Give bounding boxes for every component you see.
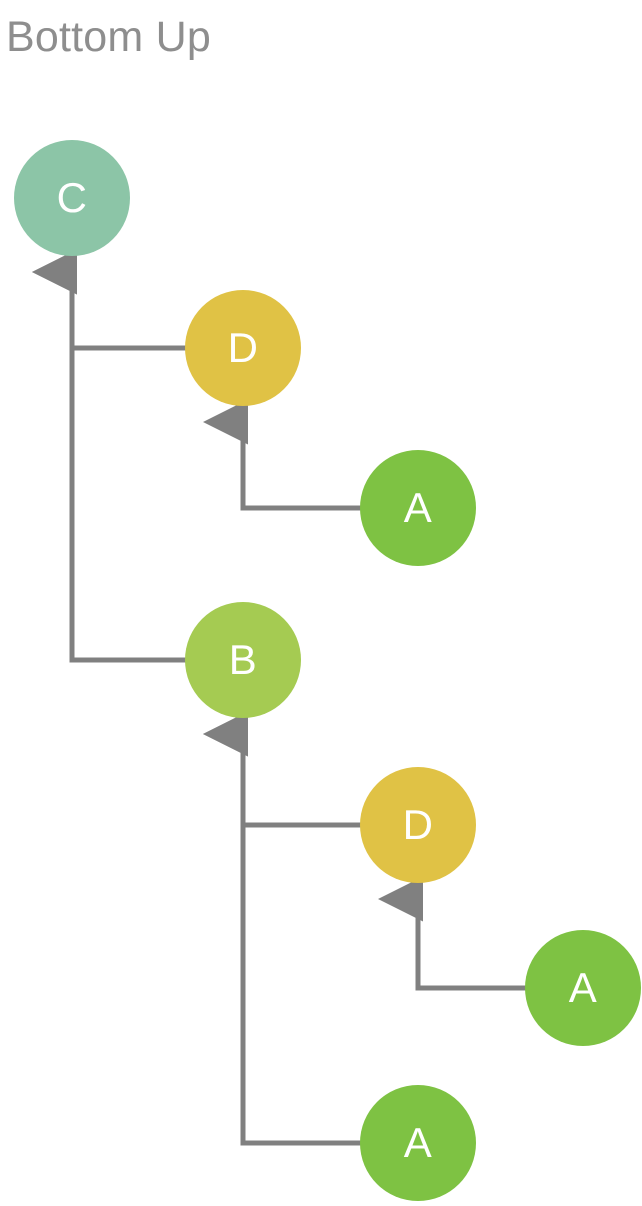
edge-a3-to-b1 [203, 711, 418, 1146]
node-a1[interactable]: A [360, 450, 476, 566]
node-b1[interactable]: B [185, 602, 301, 718]
node-a3[interactable]: A [360, 1085, 476, 1201]
node-a2[interactable]: A [525, 930, 641, 1046]
page-title: Bottom Up [6, 13, 211, 61]
node-label: B [228, 636, 258, 683]
node-label: A [403, 1119, 433, 1166]
node-d1[interactable]: D [185, 290, 301, 406]
node-label: D [227, 324, 259, 371]
node-label: D [402, 801, 434, 848]
node-c1[interactable]: C [14, 140, 130, 256]
edge-a1-to-d1 [203, 399, 418, 511]
node-label: A [403, 484, 433, 531]
node-d2[interactable]: D [360, 767, 476, 883]
node-label: C [56, 174, 88, 221]
node-label: A [568, 964, 598, 1011]
